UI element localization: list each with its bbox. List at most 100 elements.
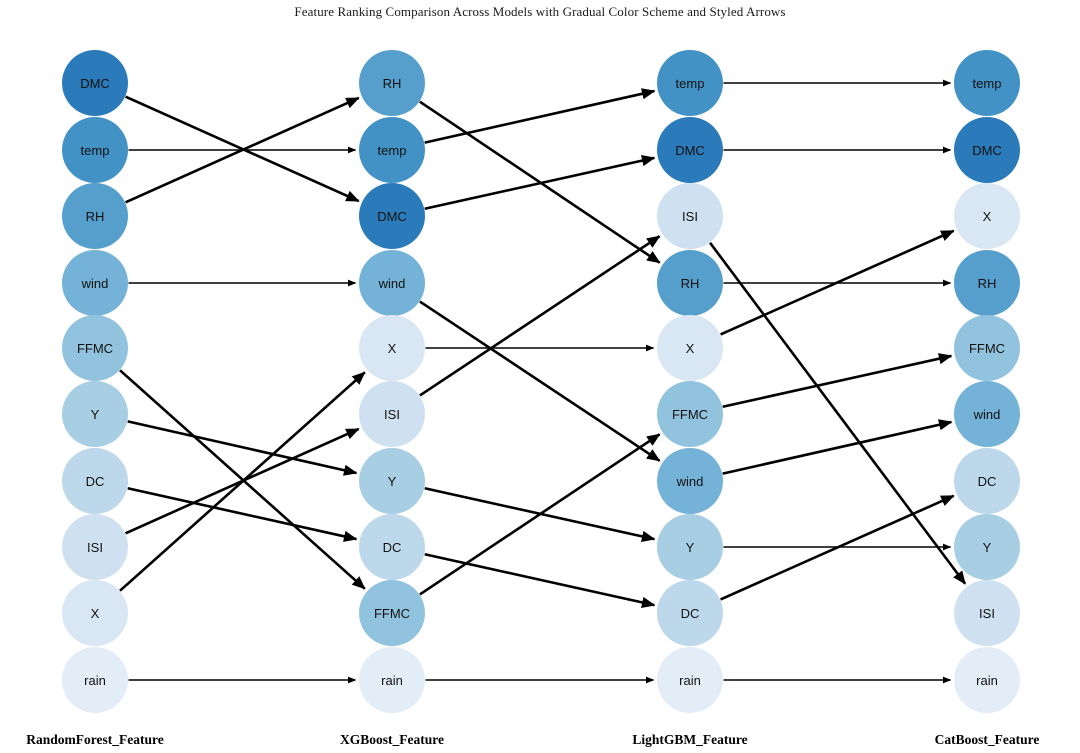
node-xgboost-temp[interactable]: temp xyxy=(359,117,425,183)
node-lightgbm-dc[interactable]: DC xyxy=(657,580,723,646)
edge-dc-randomforest-to-xgboost xyxy=(127,487,358,542)
node-randomforest-x[interactable]: X xyxy=(62,580,128,646)
node-label: wind xyxy=(81,276,109,291)
node-label: DMC xyxy=(377,209,407,224)
node-circle xyxy=(954,647,1020,713)
node-label: FFMC xyxy=(374,606,410,621)
node-circle xyxy=(954,117,1020,183)
column-label-lightgbm: LightGBM_Feature xyxy=(632,732,747,747)
node-catboost-dc[interactable]: DC xyxy=(954,448,1020,514)
node-lightgbm-y[interactable]: Y xyxy=(657,514,723,580)
node-lightgbm-isi[interactable]: ISI xyxy=(657,183,723,249)
node-circle xyxy=(657,448,723,514)
node-label: Y xyxy=(983,540,992,555)
node-circle xyxy=(359,250,425,316)
node-lightgbm-rain[interactable]: rain xyxy=(657,647,723,713)
edge-wind-xgboost-to-lightgbm xyxy=(419,300,661,462)
node-catboost-rain[interactable]: rain xyxy=(954,647,1020,713)
node-label: FFMC xyxy=(672,407,708,422)
node-xgboost-y[interactable]: Y xyxy=(359,448,425,514)
node-label: DMC xyxy=(675,143,705,158)
node-circle xyxy=(62,117,128,183)
edge-y-xgboost-to-lightgbm xyxy=(424,486,656,542)
node-circle xyxy=(954,183,1020,249)
column-label-xgboost: XGBoost_Feature xyxy=(340,732,444,747)
node-label: rain xyxy=(84,673,106,688)
node-catboost-y[interactable]: Y xyxy=(954,514,1020,580)
node-circle xyxy=(62,50,128,116)
node-circle xyxy=(954,580,1020,646)
node-randomforest-isi[interactable]: ISI xyxy=(62,514,128,580)
node-circle xyxy=(359,315,425,381)
node-label: ISI xyxy=(87,540,103,555)
node-label: temp xyxy=(378,143,407,158)
node-randomforest-rh[interactable]: RH xyxy=(62,183,128,249)
node-circle xyxy=(657,117,723,183)
node-randomforest-ffmc[interactable]: FFMC xyxy=(62,315,128,381)
node-catboost-isi[interactable]: ISI xyxy=(954,580,1020,646)
edge-rh-xgboost-to-lightgbm xyxy=(419,100,661,264)
node-label: temp xyxy=(973,76,1002,91)
node-catboost-wind[interactable]: wind xyxy=(954,381,1020,447)
node-label: ISI xyxy=(979,606,995,621)
node-circle xyxy=(359,183,425,249)
node-xgboost-dmc[interactable]: DMC xyxy=(359,183,425,249)
node-randomforest-temp[interactable]: temp xyxy=(62,117,128,183)
node-xgboost-rain[interactable]: rain xyxy=(359,647,425,713)
node-xgboost-ffmc[interactable]: FFMC xyxy=(359,580,425,646)
node-label: wind xyxy=(973,407,1001,422)
node-randomforest-wind[interactable]: wind xyxy=(62,250,128,316)
node-xgboost-dc[interactable]: DC xyxy=(359,514,425,580)
node-randomforest-y[interactable]: Y xyxy=(62,381,128,447)
node-label: temp xyxy=(81,143,110,158)
node-label: rain xyxy=(976,673,998,688)
node-circle xyxy=(954,250,1020,316)
node-catboost-temp[interactable]: temp xyxy=(954,50,1020,116)
node-label: rain xyxy=(381,673,403,688)
node-xgboost-wind[interactable]: wind xyxy=(359,250,425,316)
node-label: ISI xyxy=(384,407,400,422)
node-catboost-x[interactable]: X xyxy=(954,183,1020,249)
node-randomforest-dmc[interactable]: DMC xyxy=(62,50,128,116)
edge-ffmc-randomforest-to-xgboost xyxy=(119,369,366,590)
node-randomforest-rain[interactable]: rain xyxy=(62,647,128,713)
node-lightgbm-wind[interactable]: wind xyxy=(657,448,723,514)
node-label: wind xyxy=(676,474,704,489)
column-label-randomforest: RandomForest_Feature xyxy=(26,732,163,747)
node-label: RH xyxy=(86,209,105,224)
node-circle xyxy=(62,381,128,447)
node-circle xyxy=(954,50,1020,116)
edges-layer xyxy=(119,79,967,684)
node-circle xyxy=(359,117,425,183)
node-catboost-dmc[interactable]: DMC xyxy=(954,117,1020,183)
node-circle xyxy=(657,647,723,713)
node-circle xyxy=(954,315,1020,381)
node-circle xyxy=(359,50,425,116)
node-circle xyxy=(657,250,723,316)
node-circle xyxy=(954,448,1020,514)
edge-y-randomforest-to-xgboost xyxy=(127,420,358,476)
node-label: Y xyxy=(91,407,100,422)
node-circle xyxy=(359,580,425,646)
node-circle xyxy=(359,647,425,713)
node-xgboost-isi[interactable]: ISI xyxy=(359,381,425,447)
node-lightgbm-temp[interactable]: temp xyxy=(657,50,723,116)
node-label: RH xyxy=(383,76,402,91)
node-xgboost-x[interactable]: X xyxy=(359,315,425,381)
node-circle xyxy=(954,514,1020,580)
node-randomforest-dc[interactable]: DC xyxy=(62,448,128,514)
node-lightgbm-x[interactable]: X xyxy=(657,315,723,381)
edge-wind-lightgbm-to-catboost xyxy=(722,419,953,475)
node-lightgbm-ffmc[interactable]: FFMC xyxy=(657,381,723,447)
node-catboost-rh[interactable]: RH xyxy=(954,250,1020,316)
node-circle xyxy=(62,183,128,249)
node-xgboost-rh[interactable]: RH xyxy=(359,50,425,116)
edge-isi-xgboost-to-lightgbm xyxy=(419,235,661,397)
node-lightgbm-rh[interactable]: RH xyxy=(657,250,723,316)
node-circle xyxy=(62,514,128,580)
node-lightgbm-dmc[interactable]: DMC xyxy=(657,117,723,183)
node-catboost-ffmc[interactable]: FFMC xyxy=(954,315,1020,381)
node-label: X xyxy=(91,606,100,621)
edge-x-randomforest-to-xgboost xyxy=(119,371,366,592)
node-circle xyxy=(62,448,128,514)
